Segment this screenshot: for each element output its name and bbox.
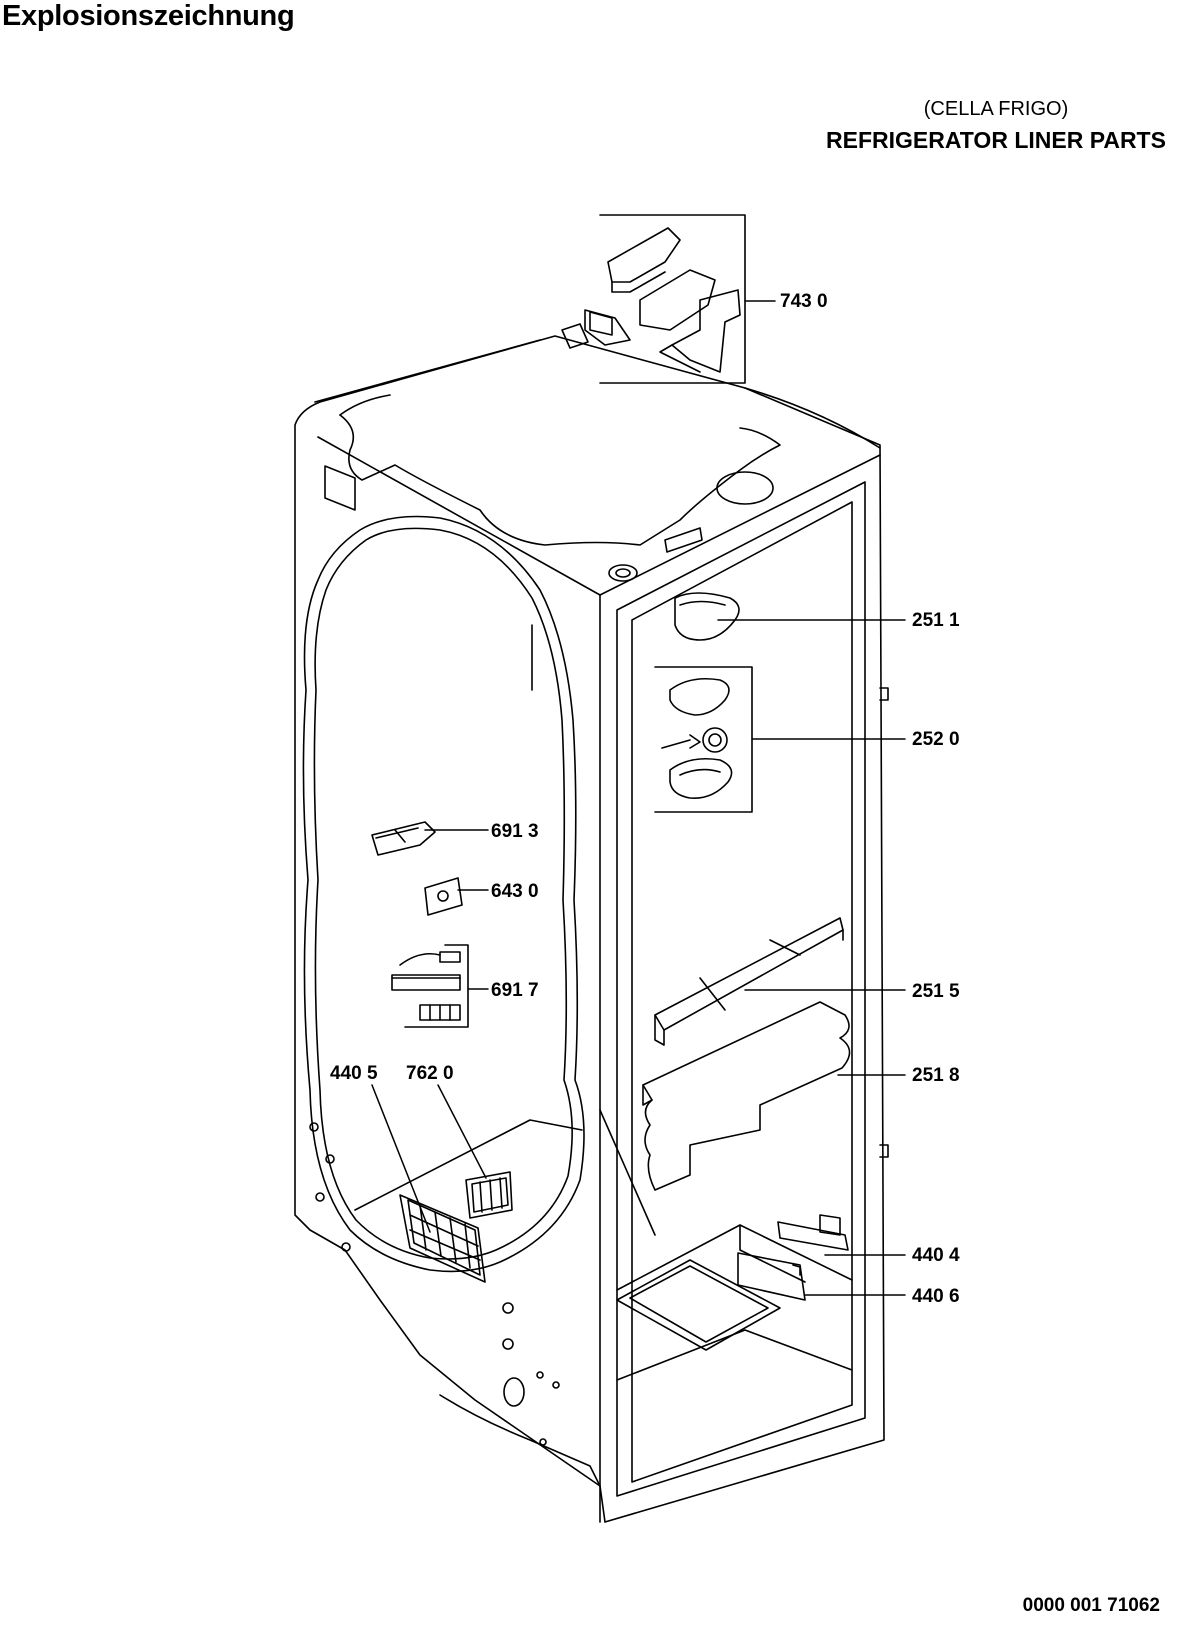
- callout-4404: 440 4: [912, 1245, 960, 1266]
- part-4405-fan-cover: [399, 1194, 486, 1283]
- section-subtitle: (CELLA FRIGO): [923, 98, 1069, 120]
- page-title: Explosionszeichnung: [2, 0, 295, 32]
- callout-6913: 691 3: [491, 821, 539, 842]
- callout-2520: 252 0: [912, 729, 960, 750]
- part-2518-crisper-cover: [642, 1001, 851, 1191]
- document-number: 0000 001 71062: [1022, 1595, 1160, 1616]
- callout-743: 743 0: [780, 291, 828, 312]
- callout-2515: 251 5: [912, 981, 960, 1002]
- part-6913-clip: [371, 821, 436, 856]
- callout-6430: 643 0: [491, 881, 539, 902]
- part-2515-rail: [654, 917, 844, 1046]
- callout-leader-lines: [371, 300, 906, 1296]
- part-4404-4406-brackets: [737, 1214, 849, 1301]
- part-6917-shelf-set: [391, 944, 469, 1028]
- part-7620-filter: [465, 1171, 513, 1219]
- part-2511-lamp-cover: [674, 592, 740, 641]
- callout-4405: 440 5: [330, 1063, 378, 1084]
- callout-6917: 691 7: [491, 980, 539, 1001]
- callout-2518: 251 8: [912, 1065, 960, 1086]
- part-2520-lamp-assembly: [654, 666, 753, 813]
- cabinet-body: [294, 335, 889, 1523]
- callout-4406: 440 6: [912, 1286, 960, 1307]
- part-6430-thermostat: [424, 877, 463, 916]
- part-743-control-unit: [561, 214, 746, 384]
- section-title: REFRIGERATOR LINER PARTS: [826, 127, 1166, 153]
- callout-2511: 251 1: [912, 610, 960, 631]
- callout-7620: 762 0: [406, 1063, 454, 1084]
